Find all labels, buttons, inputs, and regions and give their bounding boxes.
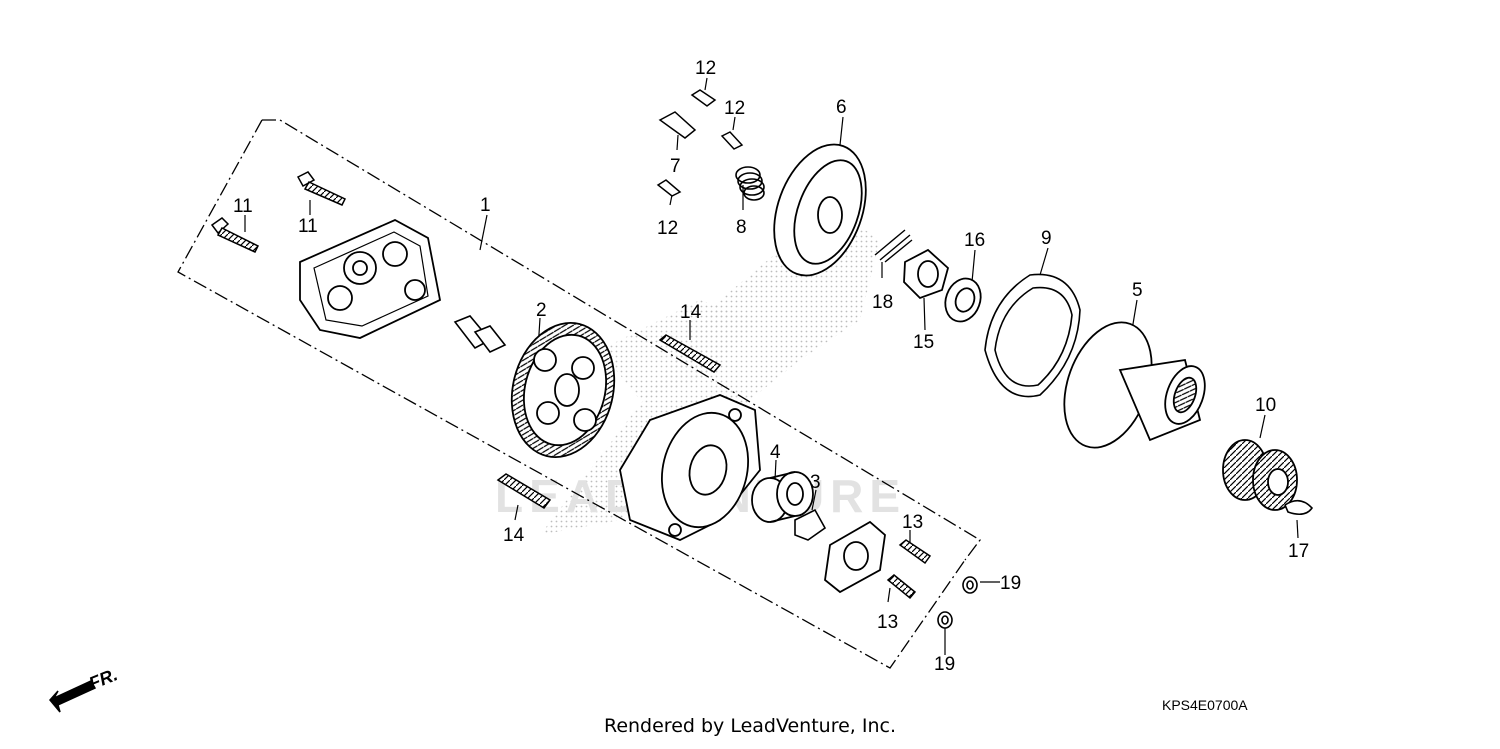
part-nut-15 — [903, 248, 950, 300]
part-rotor-4 — [751, 471, 814, 523]
callout-19a: 19 — [1000, 573, 1021, 594]
callout-4: 4 — [770, 442, 781, 463]
callout-11b: 11 — [298, 216, 318, 237]
part-dowel — [453, 315, 507, 353]
callout-11a: 11 — [233, 196, 253, 217]
callout-6: 6 — [836, 97, 847, 118]
callout-14a: 14 — [680, 302, 702, 323]
callout-3: 3 — [810, 472, 821, 493]
part-bolt-13 — [886, 539, 932, 600]
part-rotor-3 — [794, 508, 827, 541]
callout-18: 18 — [872, 292, 893, 313]
callout-2: 2 — [536, 300, 547, 321]
callout-12a: 12 — [695, 58, 716, 79]
part-washers-19 — [937, 576, 978, 629]
render-caption: Rendered by LeadVenture, Inc. — [603, 715, 897, 737]
part-gear-10 — [1222, 439, 1298, 511]
callout-9: 9 — [1041, 228, 1052, 249]
callout-14b: 14 — [503, 525, 525, 546]
callout-7: 7 — [670, 156, 681, 177]
callout-16: 16 — [964, 230, 985, 251]
callout-1: 1 — [480, 195, 491, 216]
front-direction-arrow: FR. — [49, 664, 120, 713]
callout-12b: 12 — [724, 98, 745, 119]
part-spring-8 — [735, 166, 765, 201]
callout-12c: 12 — [657, 218, 678, 239]
part-housing-6 — [773, 143, 867, 277]
part-gear-2 — [510, 322, 616, 458]
direction-label: FR. — [86, 664, 120, 693]
part-clip-18 — [874, 229, 913, 263]
part-small-bolts — [656, 89, 744, 197]
callout-13a: 13 — [902, 512, 923, 533]
leader-lines — [244, 77, 1299, 655]
callout-labels: 1 2 3 4 5 6 7 8 9 10 11 11 12 12 12 13 1… — [233, 58, 1309, 675]
callout-15: 15 — [913, 332, 934, 353]
arrow-icon — [49, 680, 97, 713]
callout-17: 17 — [1288, 541, 1309, 562]
callout-5: 5 — [1132, 280, 1143, 301]
callout-10: 10 — [1255, 395, 1276, 416]
part-bolt-11 — [210, 171, 347, 253]
part-plate — [824, 520, 886, 594]
diagram-code: KPS4E0700A — [1162, 697, 1248, 713]
part-pump-body — [619, 394, 761, 541]
callout-8: 8 — [736, 217, 747, 238]
callout-13b: 13 — [877, 612, 898, 633]
part-key-17 — [1284, 499, 1314, 516]
part-washer-16 — [944, 277, 982, 323]
part-gasket-9 — [984, 273, 1081, 398]
part-bolt-14 — [496, 334, 722, 509]
part-housing-5 — [1063, 321, 1206, 449]
callout-19b: 19 — [934, 654, 955, 675]
assembly-outline — [177, 119, 981, 669]
part-cover — [299, 218, 442, 339]
